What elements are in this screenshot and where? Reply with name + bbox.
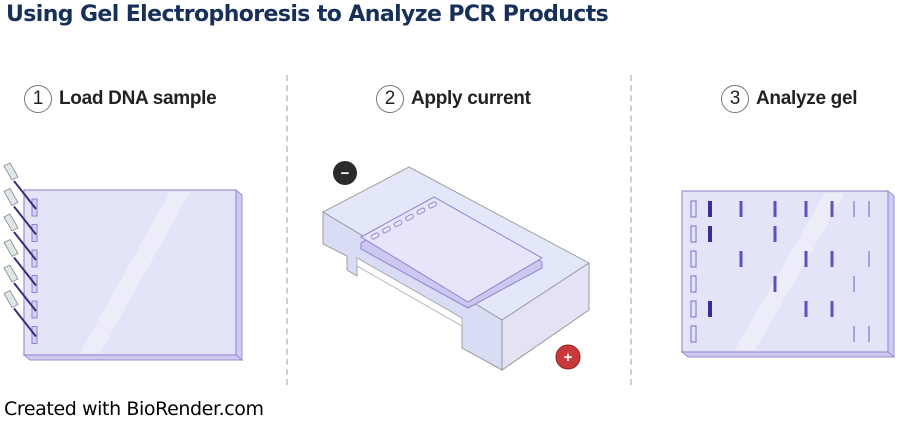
dna-band xyxy=(853,201,855,217)
well xyxy=(382,226,391,234)
gel-loading-illustration xyxy=(3,162,244,362)
step-3: 3 Analyze gel xyxy=(721,85,858,113)
divider xyxy=(630,75,632,385)
negative-electrode-icon xyxy=(333,161,357,185)
pipette-icon xyxy=(3,238,37,287)
dna-band xyxy=(739,201,743,217)
dna-band xyxy=(804,201,808,217)
step-2: 2 Apply current xyxy=(376,85,531,113)
step-label: Load DNA sample xyxy=(59,88,217,109)
dna-band xyxy=(830,251,834,267)
dna-band xyxy=(830,201,834,217)
well xyxy=(690,300,697,318)
well xyxy=(690,250,697,268)
page-title: Using Gel Electrophoresis to Analyze PCR… xyxy=(6,2,609,27)
step-number-badge: 1 xyxy=(24,85,52,113)
step-label: Apply current xyxy=(411,88,531,109)
divider xyxy=(286,75,288,385)
pipette-icon xyxy=(3,264,37,312)
well xyxy=(690,225,697,243)
well xyxy=(393,220,403,228)
negative-sign: − xyxy=(341,165,350,182)
gel-slab xyxy=(23,189,237,356)
positive-sign: + xyxy=(564,349,573,366)
dna-band xyxy=(804,251,808,267)
well xyxy=(370,232,380,240)
dna-band xyxy=(804,301,808,317)
step-label: Analyze gel xyxy=(756,88,858,109)
well xyxy=(416,207,426,215)
dna-band xyxy=(708,226,712,242)
gel-slab xyxy=(360,196,543,303)
step-number-badge: 2 xyxy=(376,85,404,113)
step-number-badge: 3 xyxy=(721,85,749,113)
pipette-icon xyxy=(3,289,37,338)
dna-band xyxy=(853,276,855,292)
dna-band xyxy=(868,251,870,267)
well xyxy=(690,200,697,218)
dna-band xyxy=(868,326,870,342)
well xyxy=(428,201,437,209)
dna-band xyxy=(853,326,855,342)
well xyxy=(405,213,414,221)
well xyxy=(690,275,697,293)
dna-band xyxy=(773,226,777,242)
well xyxy=(690,325,697,343)
electrophoresis-tank-illustration: − + xyxy=(321,161,590,371)
pipette-icon xyxy=(3,162,37,210)
pipette-icon xyxy=(3,213,37,261)
dna-band xyxy=(739,251,743,267)
pipette-icon xyxy=(3,187,37,236)
gel-slab xyxy=(681,190,889,353)
positive-electrode-icon xyxy=(555,344,581,370)
step-1: 1 Load DNA sample xyxy=(24,85,217,113)
dna-band xyxy=(708,201,712,217)
dna-band xyxy=(708,301,712,317)
analyzed-gel-illustration xyxy=(680,189,896,359)
dna-band xyxy=(773,201,777,217)
dna-band xyxy=(773,276,777,292)
dna-band xyxy=(830,301,834,317)
credit-text: Created with BioRender.com xyxy=(4,398,264,420)
dna-band xyxy=(868,201,870,217)
